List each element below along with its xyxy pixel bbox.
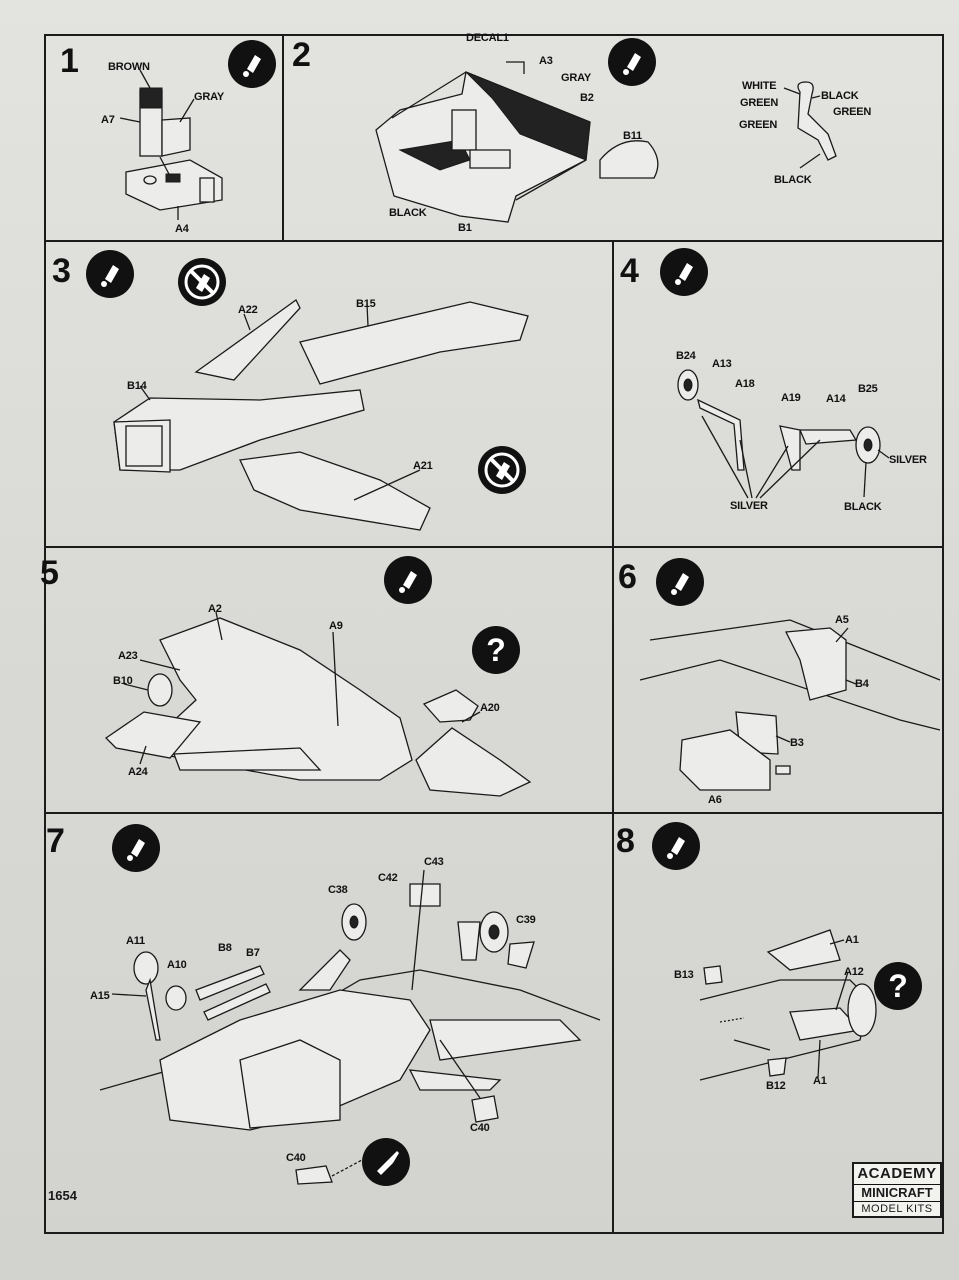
- part-label: A7: [101, 114, 115, 126]
- step-number: 7: [46, 822, 65, 860]
- part-label: B11: [623, 130, 642, 142]
- part-label: A13: [712, 358, 732, 370]
- part-label: A2: [208, 603, 222, 615]
- question-icon: ?: [874, 962, 922, 1010]
- part-label: B24: [676, 350, 696, 362]
- part-label: C40: [470, 1122, 490, 1134]
- sheet-code: 1654: [48, 1188, 77, 1203]
- part-label: B2: [580, 92, 594, 104]
- part-label: A1: [813, 1075, 827, 1087]
- part-label: GREEN: [833, 106, 872, 118]
- part-label: BLACK: [389, 207, 427, 219]
- part-label: BLACK: [844, 501, 882, 513]
- part-label: B15: [356, 298, 376, 310]
- part-label: A1: [845, 934, 859, 946]
- part-label: C39: [516, 914, 536, 926]
- part-label: A10: [167, 959, 187, 971]
- part-label: A24: [128, 766, 148, 778]
- part-label: B25: [858, 383, 878, 395]
- part-label: C38: [328, 884, 348, 896]
- glue-icon: [384, 556, 432, 604]
- part-label: A12: [844, 966, 864, 978]
- step-number: 2: [292, 36, 311, 74]
- part-label: B1: [458, 222, 472, 234]
- part-label: SILVER: [889, 454, 927, 466]
- part-label: C42: [378, 872, 398, 884]
- part-label: B7: [246, 947, 260, 959]
- part-label: BLACK: [821, 90, 859, 102]
- brand-line-1: ACADEMY: [857, 1165, 937, 1182]
- part-label: A22: [238, 304, 258, 316]
- part-label: DECAL1: [466, 32, 509, 44]
- part-label: A3: [539, 55, 553, 67]
- step-8-panel: [612, 812, 944, 1234]
- question-mark: ?: [888, 967, 908, 1004]
- part-label: GRAY: [194, 91, 224, 103]
- part-label: B13: [674, 969, 694, 981]
- part-label: C40: [286, 1152, 306, 1164]
- knife-icon: [362, 1138, 410, 1186]
- glue-icon: [660, 248, 708, 296]
- part-label: B12: [766, 1080, 786, 1092]
- part-label: WHITE: [742, 80, 777, 92]
- part-label: GRAY: [561, 72, 591, 84]
- part-label: A11: [126, 935, 145, 947]
- step-number: 6: [618, 558, 637, 596]
- question-icon: ?: [472, 626, 520, 674]
- part-label: GREEN: [739, 119, 778, 131]
- glue-icon: [112, 824, 160, 872]
- step-number: 5: [40, 554, 59, 592]
- part-label: A9: [329, 620, 343, 632]
- no-glue-icon: [178, 258, 226, 306]
- part-label: B10: [113, 675, 133, 687]
- part-label: C43: [424, 856, 444, 868]
- part-label: A21: [413, 460, 433, 472]
- question-mark: ?: [486, 631, 506, 668]
- part-label: GREEN: [740, 97, 779, 109]
- brand-line-2: MINICRAFT: [854, 1184, 940, 1201]
- glue-icon: [86, 250, 134, 298]
- glue-icon: [608, 38, 656, 86]
- step-number: 8: [616, 822, 635, 860]
- step-number: 1: [60, 42, 79, 80]
- part-label: A4: [175, 223, 189, 235]
- part-label: B3: [790, 737, 804, 749]
- part-label: B4: [855, 678, 869, 690]
- part-label: A6: [708, 794, 722, 806]
- part-label: SILVER: [730, 500, 768, 512]
- part-label: A23: [118, 650, 138, 662]
- part-label: A14: [826, 393, 846, 405]
- part-label: A19: [781, 392, 801, 404]
- brand-line-3: MODEL KITS: [854, 1201, 940, 1216]
- glue-icon: [652, 822, 700, 870]
- part-label: BROWN: [108, 61, 150, 73]
- academy-minicraft-logo: ACADEMY MINICRAFT MODEL KITS: [852, 1162, 942, 1218]
- part-label: B8: [218, 942, 232, 954]
- part-label: A20: [480, 702, 500, 714]
- glue-icon: [228, 40, 276, 88]
- step-number: 3: [52, 252, 71, 290]
- part-label: A15: [90, 990, 110, 1002]
- step-number: 4: [620, 252, 639, 290]
- part-label: BLACK: [774, 174, 812, 186]
- no-glue-icon: [478, 446, 526, 494]
- part-label: A18: [735, 378, 755, 390]
- part-label: A5: [835, 614, 849, 626]
- glue-icon: [656, 558, 704, 606]
